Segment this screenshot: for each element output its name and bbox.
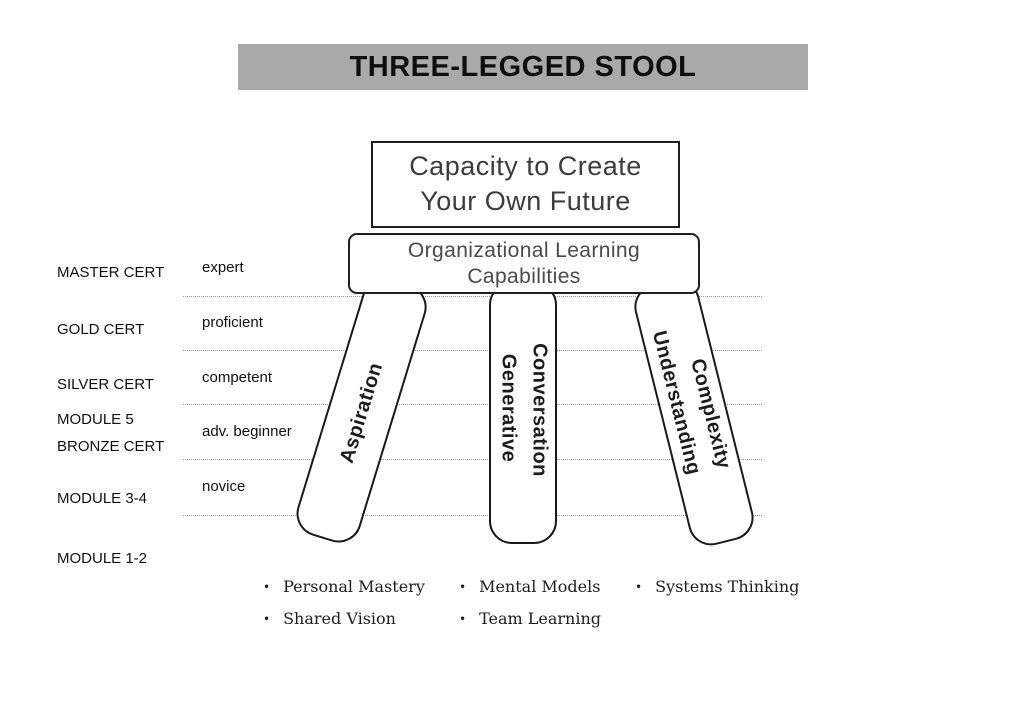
level-divider-3	[183, 404, 762, 405]
level-divider-2	[183, 350, 762, 351]
skill-label-expert: expert	[202, 259, 244, 276]
list-item-label: Team Learning	[479, 609, 602, 628]
skill-label-novice: novice	[202, 478, 246, 495]
bullet-icon: •	[459, 612, 467, 626]
skill-label-proficient: proficient	[202, 314, 263, 331]
cert-label-gold: GOLD CERT	[57, 321, 145, 338]
list-item-team-learning: • Team Learning	[459, 609, 601, 629]
bullet-icon: •	[459, 580, 467, 594]
seat-box: Organizational Learning Capabilities	[348, 233, 700, 294]
title-bar: THREE-LEGGED STOOL	[238, 44, 808, 90]
list-item-label: Systems Thinking	[655, 577, 800, 596]
leg-right-shape	[634, 279, 754, 546]
list-item-shared-vision: • Shared Vision	[263, 609, 396, 629]
bullet-icon: •	[635, 580, 643, 594]
list-item-label: Mental Models	[479, 577, 601, 596]
list-item-systems-thinking: • Systems Thinking	[635, 577, 799, 597]
level-divider-1	[183, 296, 762, 297]
cert-label-master: MASTER CERT	[57, 264, 165, 281]
skill-label-adv-beginner: adv. beginner	[202, 423, 292, 440]
level-divider-4	[183, 459, 762, 460]
list-item-personal-mastery: • Personal Mastery	[263, 577, 425, 597]
level-divider-5	[183, 515, 762, 516]
bullet-icon: •	[263, 580, 271, 594]
cert-label-module-1-2: MODULE 1-2	[57, 550, 148, 567]
list-item-label: Personal Mastery	[283, 577, 425, 596]
capacity-box: Capacity to Create Your Own Future	[371, 141, 680, 228]
list-item-mental-models: • Mental Models	[459, 577, 600, 597]
skill-label-competent: competent	[202, 369, 273, 386]
leg-label-conversation: Conversation	[528, 343, 551, 477]
leg-label-generative: Generative	[497, 353, 520, 463]
cert-label-silver: SILVER CERT	[57, 376, 154, 393]
bullet-icon: •	[263, 612, 271, 626]
cert-label-module5-bronze: MODULE 5 BRONZE CERT	[57, 411, 165, 455]
cert-label-module-3-4: MODULE 3-4	[57, 490, 148, 507]
list-item-label: Shared Vision	[283, 609, 396, 628]
page-title: THREE-LEGGED STOOL	[349, 50, 697, 83]
